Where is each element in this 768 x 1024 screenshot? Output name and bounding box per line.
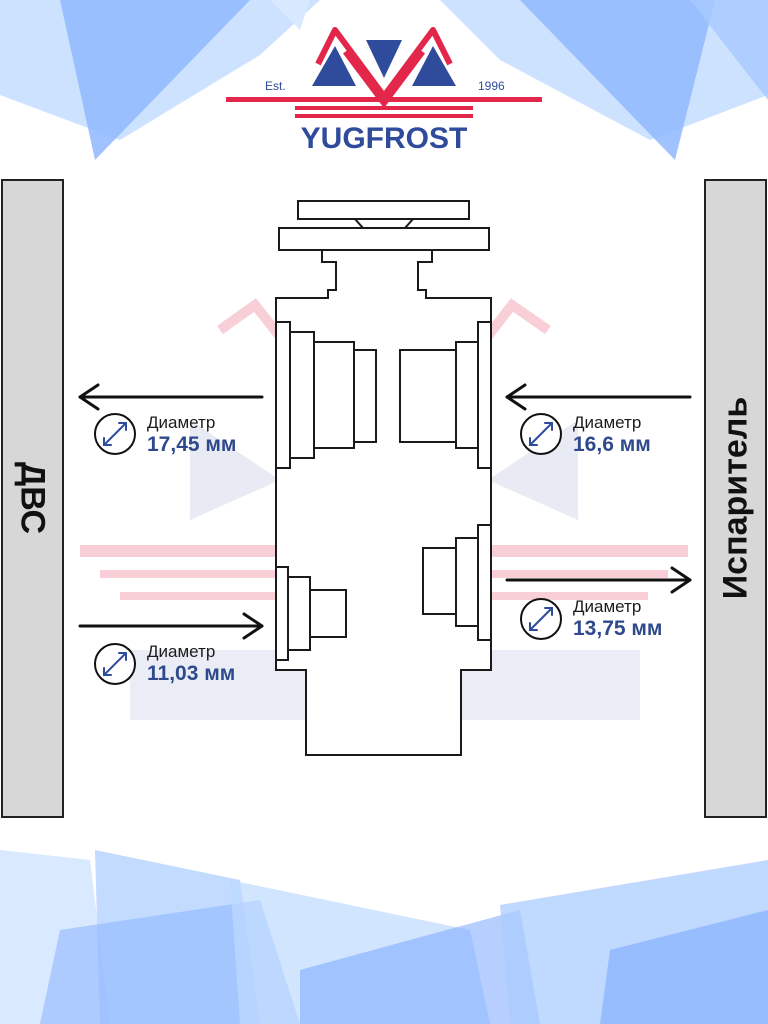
arrow-icon bbox=[78, 383, 692, 640]
brand-name: YUGFROST bbox=[301, 122, 468, 155]
port-diameter-value: 11,03 мм bbox=[147, 662, 236, 685]
brand-year: 1996 bbox=[478, 79, 505, 93]
brand-logo-icon bbox=[226, 27, 542, 118]
valve-schematic bbox=[275, 200, 492, 756]
port-label-upper-right: Диаметр 16,6 мм bbox=[573, 414, 651, 455]
port-label-lower-left: Диаметр 11,03 мм bbox=[147, 643, 235, 684]
port-label-lower-right: Диаметр 13,75 мм bbox=[573, 598, 662, 639]
brand-est: Est. bbox=[265, 79, 286, 93]
port-diameter-value: 16,6 мм bbox=[573, 433, 651, 456]
background-bottom-shapes bbox=[0, 850, 768, 1024]
port-caption: Диаметр bbox=[573, 413, 642, 432]
port-diameter-value: 17,45 мм bbox=[147, 433, 237, 456]
port-caption: Диаметр bbox=[573, 597, 642, 616]
background-top-shapes bbox=[0, 0, 768, 160]
port-diameter-value: 13,75 мм bbox=[573, 617, 663, 640]
port-caption: Диаметр bbox=[147, 413, 216, 432]
port-caption: Диаметр bbox=[147, 642, 216, 661]
left-panel-label: ДВС bbox=[13, 461, 52, 535]
right-panel-label: Испаритель bbox=[716, 396, 755, 600]
port-label-upper-left: Диаметр 17,45 мм bbox=[147, 414, 236, 455]
right-panel bbox=[704, 179, 767, 818]
left-panel bbox=[1, 179, 64, 818]
